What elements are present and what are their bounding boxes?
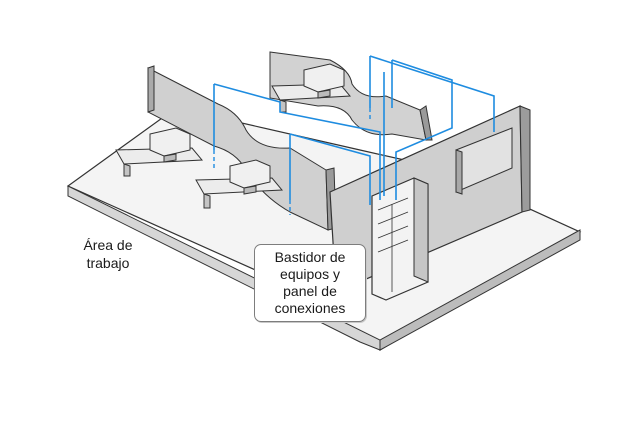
network-cables xyxy=(213,55,495,205)
callout-line-1: Bastidor de xyxy=(274,249,346,265)
wall-panel-icon xyxy=(455,127,513,195)
equipment-rack-icon xyxy=(371,177,429,301)
computer-icon xyxy=(149,63,345,195)
floor-slab xyxy=(66,107,582,351)
work-area-label-line-1: Área de xyxy=(83,237,133,253)
callout-line-2: equipos y xyxy=(280,266,340,282)
dashed-cable-drops xyxy=(213,108,371,215)
work-area-label: Área de trabajo xyxy=(68,236,148,272)
callout-line-3: panel de xyxy=(283,283,337,299)
work-area-label-line-2: trabajo xyxy=(86,255,130,271)
callout-line-4: conexiones xyxy=(274,300,346,316)
equipment-rack-callout: Bastidor de equipos y panel de conexione… xyxy=(254,244,366,322)
